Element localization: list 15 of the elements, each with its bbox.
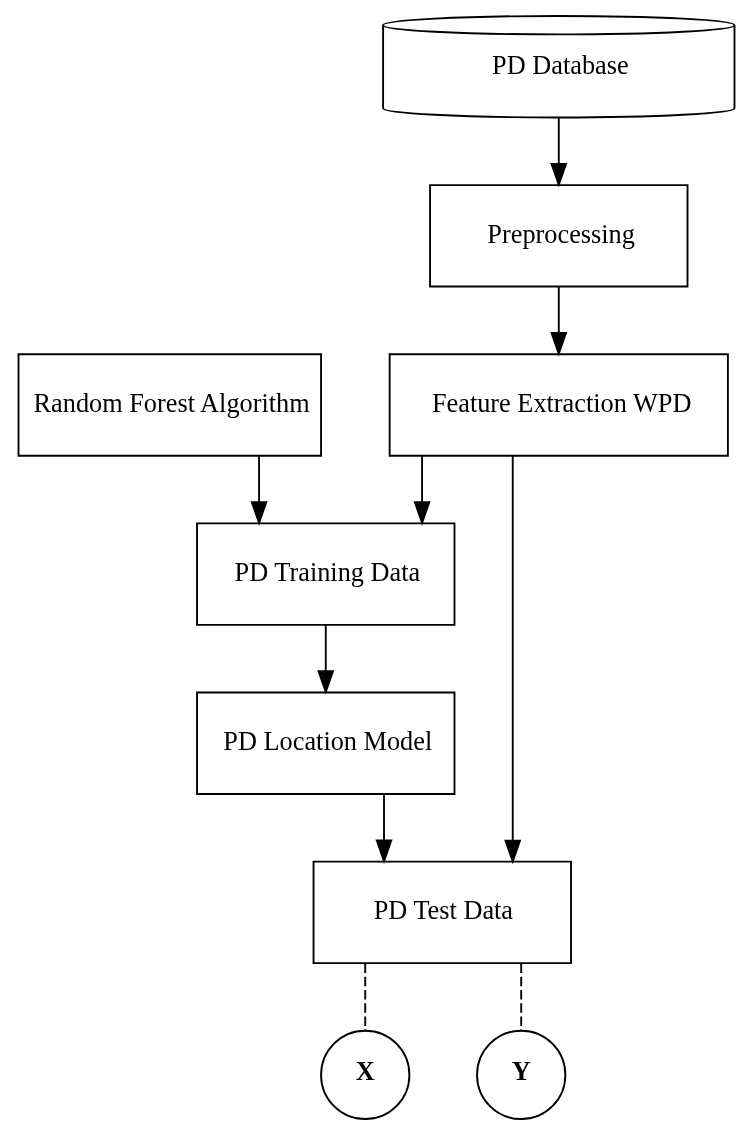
node-box: PD Training Data <box>195 522 455 626</box>
node-box: Preprocessing <box>428 184 688 288</box>
node-box: PD Location Model <box>195 691 455 795</box>
node-circle: Y <box>475 1029 566 1120</box>
arrow <box>503 454 521 865</box>
arrow <box>374 793 393 864</box>
node-box: Random Forest Algorithm <box>17 353 322 457</box>
node-box: Feature Extraction WPD <box>388 353 729 457</box>
node-box: PD Test Data <box>312 860 572 964</box>
arrow <box>549 285 567 357</box>
node-circle: X <box>319 1029 410 1120</box>
arrow <box>250 454 268 526</box>
arrow <box>413 454 431 526</box>
arrow <box>316 623 334 695</box>
arrow <box>549 116 567 188</box>
